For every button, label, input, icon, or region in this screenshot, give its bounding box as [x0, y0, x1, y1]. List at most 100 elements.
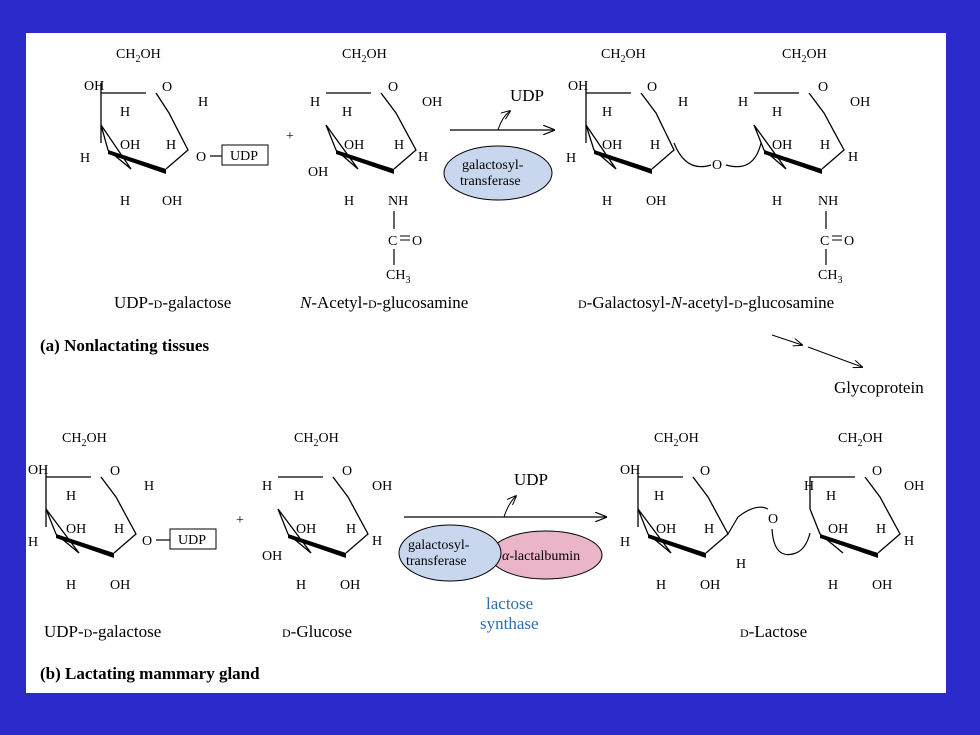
svg-text:OH: OH [620, 463, 640, 478]
ring-a2-nacetylglucosamine: CH2OH O OH H H OH H H OH H NH C O CH3 [308, 47, 442, 286]
svg-text:O: O [647, 80, 657, 95]
svg-text:C: C [820, 234, 829, 249]
name-glucose: D-Glucose [282, 622, 352, 641]
svg-text:OH: OH [656, 522, 676, 537]
svg-text:O: O [342, 464, 352, 479]
svg-text:OH: OH [344, 138, 364, 153]
svg-text:OH: OH [372, 479, 392, 494]
svg-text:O: O [196, 150, 206, 165]
svg-text:C: C [388, 234, 397, 249]
plus-sign: + [286, 129, 294, 144]
ring-bold-edge [108, 150, 166, 174]
svg-text:H: H [294, 489, 304, 504]
product-a-disaccharide: OH CH2OH O H H OH H H H OH O CH2OH O OH … [566, 47, 870, 286]
glycosidic-o-a: O [712, 158, 722, 173]
svg-text:CH3: CH3 [818, 268, 842, 286]
svg-text:H: H [656, 578, 666, 593]
svg-text:H: H [66, 578, 76, 593]
name-udp-galactose-a: UDP-D-galactose [114, 293, 231, 312]
udp-tag-box [221, 144, 269, 166]
enzyme-galactosyltransferase-a [443, 145, 553, 201]
plus-sign: + [236, 513, 244, 528]
svg-text:OH: OH [602, 138, 622, 153]
glycoprotein-label: Glycoprotein [834, 378, 924, 397]
ring-b2-glucose: CH2OH O OH H H OH H H OH H OH [262, 431, 392, 593]
svg-text:OH: OH [296, 522, 316, 537]
svg-text:H: H [114, 522, 124, 537]
svg-text:transferase: transferase [406, 554, 467, 569]
svg-text:H: H [876, 522, 886, 537]
svg-text:H: H [566, 151, 576, 166]
name-product-a: D-Galactosyl-N-acetyl-D-glucosamine [578, 293, 834, 312]
svg-text:H: H [772, 194, 782, 209]
svg-text:CH2OH: CH2OH [294, 431, 339, 449]
svg-text:H: H [828, 578, 838, 593]
svg-text:H: H [66, 489, 76, 504]
svg-text:OH: OH [120, 138, 140, 153]
svg-text:H: H [826, 489, 836, 504]
svg-text:H: H [650, 138, 660, 153]
ring-a1-udp-galactose: OH CH2OH O H H OH H H H OH O UDP [80, 47, 269, 209]
product-b-lactose: OH CH2OH O H OH H H H H OH O CH2OH O OH … [620, 431, 924, 593]
svg-text:OH: OH [84, 79, 104, 94]
svg-text:H: H [346, 522, 356, 537]
svg-text:galactosyl-: galactosyl- [462, 158, 524, 173]
svg-text:transferase: transferase [460, 174, 521, 189]
heading-b: (b) Lactating mammary gland [40, 664, 260, 683]
svg-text:H: H [394, 138, 404, 153]
svg-text:O: O [818, 80, 828, 95]
svg-text:H: H [262, 479, 272, 494]
svg-text:H: H [738, 95, 748, 110]
svg-text:OH: OH [262, 549, 282, 564]
svg-text:H: H [144, 479, 154, 494]
lactose-synthase-line2: synthase [480, 614, 539, 633]
svg-text:OH: OH [162, 194, 182, 209]
svg-text:H: H [120, 194, 130, 209]
svg-text:H: H [848, 150, 858, 165]
svg-text:H: H [704, 522, 714, 537]
svg-text:CH3: CH3 [386, 268, 410, 286]
ring-bold-edge [336, 150, 394, 174]
svg-text:OH: OH [904, 479, 924, 494]
svg-text:OH: OH [850, 95, 870, 110]
udp-tag: UDP [178, 533, 206, 548]
name-udp-galactose-b: UDP-D-galactose [44, 622, 161, 641]
svg-text:H: H [296, 578, 306, 593]
svg-text:CH2OH: CH2OH [116, 47, 161, 65]
name-nacetylglucosamine: N-Acetyl-D-glucosamine [299, 293, 468, 312]
svg-text:H: H [602, 194, 612, 209]
svg-text:O: O [388, 80, 398, 95]
svg-text:H: H [620, 535, 630, 550]
svg-text:H: H [772, 105, 782, 120]
svg-text:H: H [344, 194, 354, 209]
svg-text:OH: OH [66, 522, 86, 537]
byproduct-udp-a: UDP [510, 86, 544, 105]
svg-text:OH: OH [646, 194, 666, 209]
svg-text:H: H [342, 105, 352, 120]
svg-text:galactosyl-: galactosyl- [408, 538, 470, 553]
svg-text:O: O [700, 464, 710, 479]
heading-a: (a) Nonlactating tissues [40, 336, 209, 355]
svg-text:O: O [110, 464, 120, 479]
svg-text:H: H [804, 479, 814, 494]
udp-tag: UDP [230, 149, 258, 164]
arrow-to-glycoprotein [771, 334, 802, 345]
svg-text:H: H [372, 534, 382, 549]
svg-text:CH2OH: CH2OH [601, 47, 646, 65]
svg-text:OH: OH [772, 138, 792, 153]
svg-text:CH2OH: CH2OH [782, 47, 827, 65]
svg-text:OH: OH [422, 95, 442, 110]
svg-text:CH2OH: CH2OH [62, 431, 107, 449]
svg-text:OH: OH [700, 578, 720, 593]
svg-text:OH: OH [828, 522, 848, 537]
svg-text:O: O [162, 80, 172, 95]
svg-text:H: H [678, 95, 688, 110]
svg-text:H: H [820, 138, 830, 153]
svg-text:NH: NH [818, 194, 838, 209]
svg-text:OH: OH [110, 578, 130, 593]
svg-text:CH2OH: CH2OH [838, 431, 883, 449]
svg-text:CH2OH: CH2OH [342, 47, 387, 65]
svg-text:H: H [166, 138, 176, 153]
svg-text:α-lactalbumin: α-lactalbumin [502, 549, 580, 564]
svg-text:H: H [28, 535, 38, 550]
